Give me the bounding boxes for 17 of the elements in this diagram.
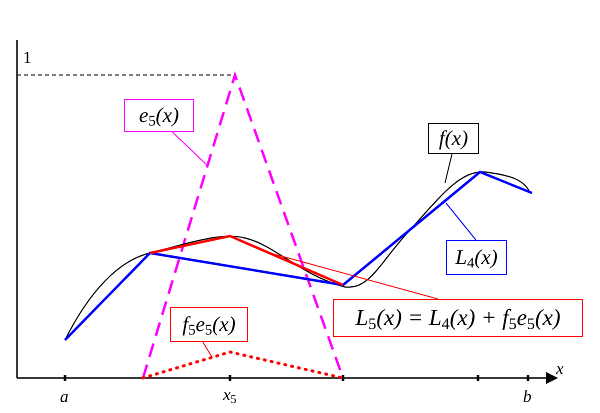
hat-function-line	[142, 71, 344, 378]
axis-tick-label: b	[523, 388, 532, 405]
leader-line	[444, 154, 452, 184]
leader-line	[172, 132, 208, 166]
axis-tick-label: a	[60, 388, 68, 405]
leader-line	[202, 342, 212, 358]
axis-tick-label: x$_{5}$	[223, 386, 236, 406]
formula-label: e$_{5}$(x)	[124, 99, 194, 132]
axis-label: x	[556, 360, 564, 377]
leader-line	[270, 252, 438, 300]
dotted-hat-line	[142, 350, 344, 380]
axis-value: 1	[23, 49, 32, 66]
formula-label: f$_{5}$e$_{5}$(x)	[170, 307, 248, 342]
interpolant-polyline	[150, 234, 344, 286]
formula-label: L$_{5}$(x) = L$_{4}$(x) + f$_{5}$e$_{5}$(x)	[333, 299, 583, 337]
leader-line	[446, 202, 476, 240]
formula-label: f(x)	[428, 123, 479, 154]
